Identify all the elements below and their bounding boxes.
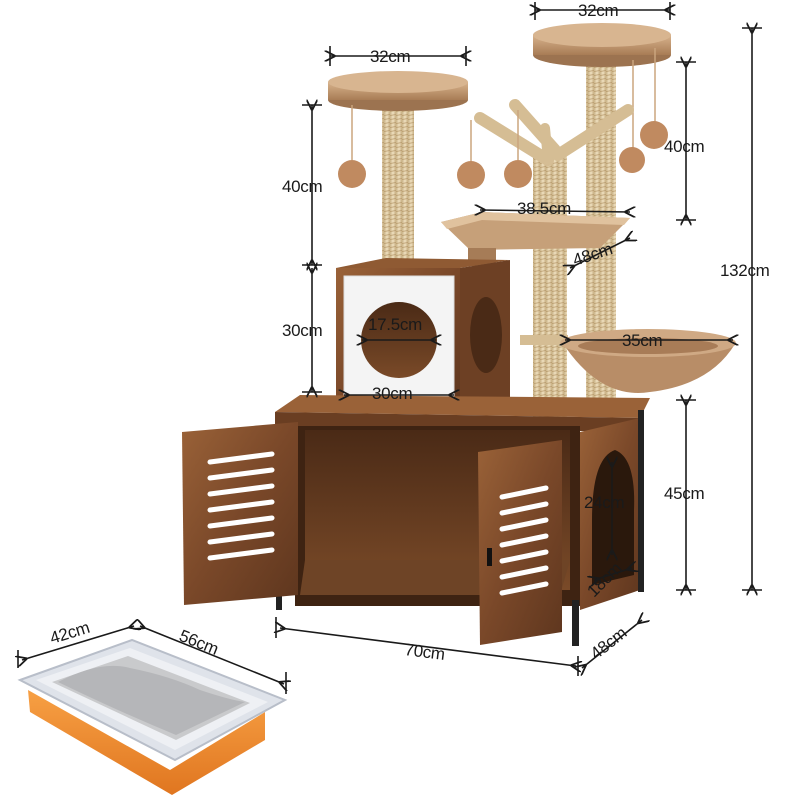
hanging-pompom [338,160,366,188]
left-post [382,100,414,265]
top-platform-right [533,23,671,67]
dimension-lines [18,2,762,694]
label-condo-width: 30cm [372,384,413,403]
label-condo-opening: 17.5cm [368,315,422,334]
branch-post [474,99,634,430]
label-total-height: 132cm [720,261,770,280]
litter-cabinet [182,395,650,646]
label-perch-width: 38.5cm [517,199,571,218]
label-right-post-height: 40cm [664,137,705,156]
label-left-post-height: 40cm [282,177,323,196]
label-cabinet-width: 70cm [404,640,447,664]
litter-box [17,638,288,795]
hanging-pompom [640,121,668,149]
hanging-pompom [619,147,645,173]
label-side-door-height: 24cm [584,493,625,512]
label-left-platform-width: 32cm [370,47,411,66]
left-cabinet-door [182,422,298,605]
label-cabinet-height: 45cm [664,484,705,503]
top-platform-left [328,71,468,111]
label-litter-box-length: 56cm [177,626,222,659]
label-litter-box-width: 42cm [48,618,92,648]
hanging-pompom [504,160,532,188]
label-top-platform-width: 32cm [578,1,619,20]
hanging-pompom [457,161,485,189]
label-condo-height: 30cm [282,321,323,340]
cat-condo [336,258,510,408]
label-cabinet-depth: 48cm [587,623,631,663]
condo-side-opening [470,297,502,373]
label-basket-width: 35cm [622,331,663,350]
